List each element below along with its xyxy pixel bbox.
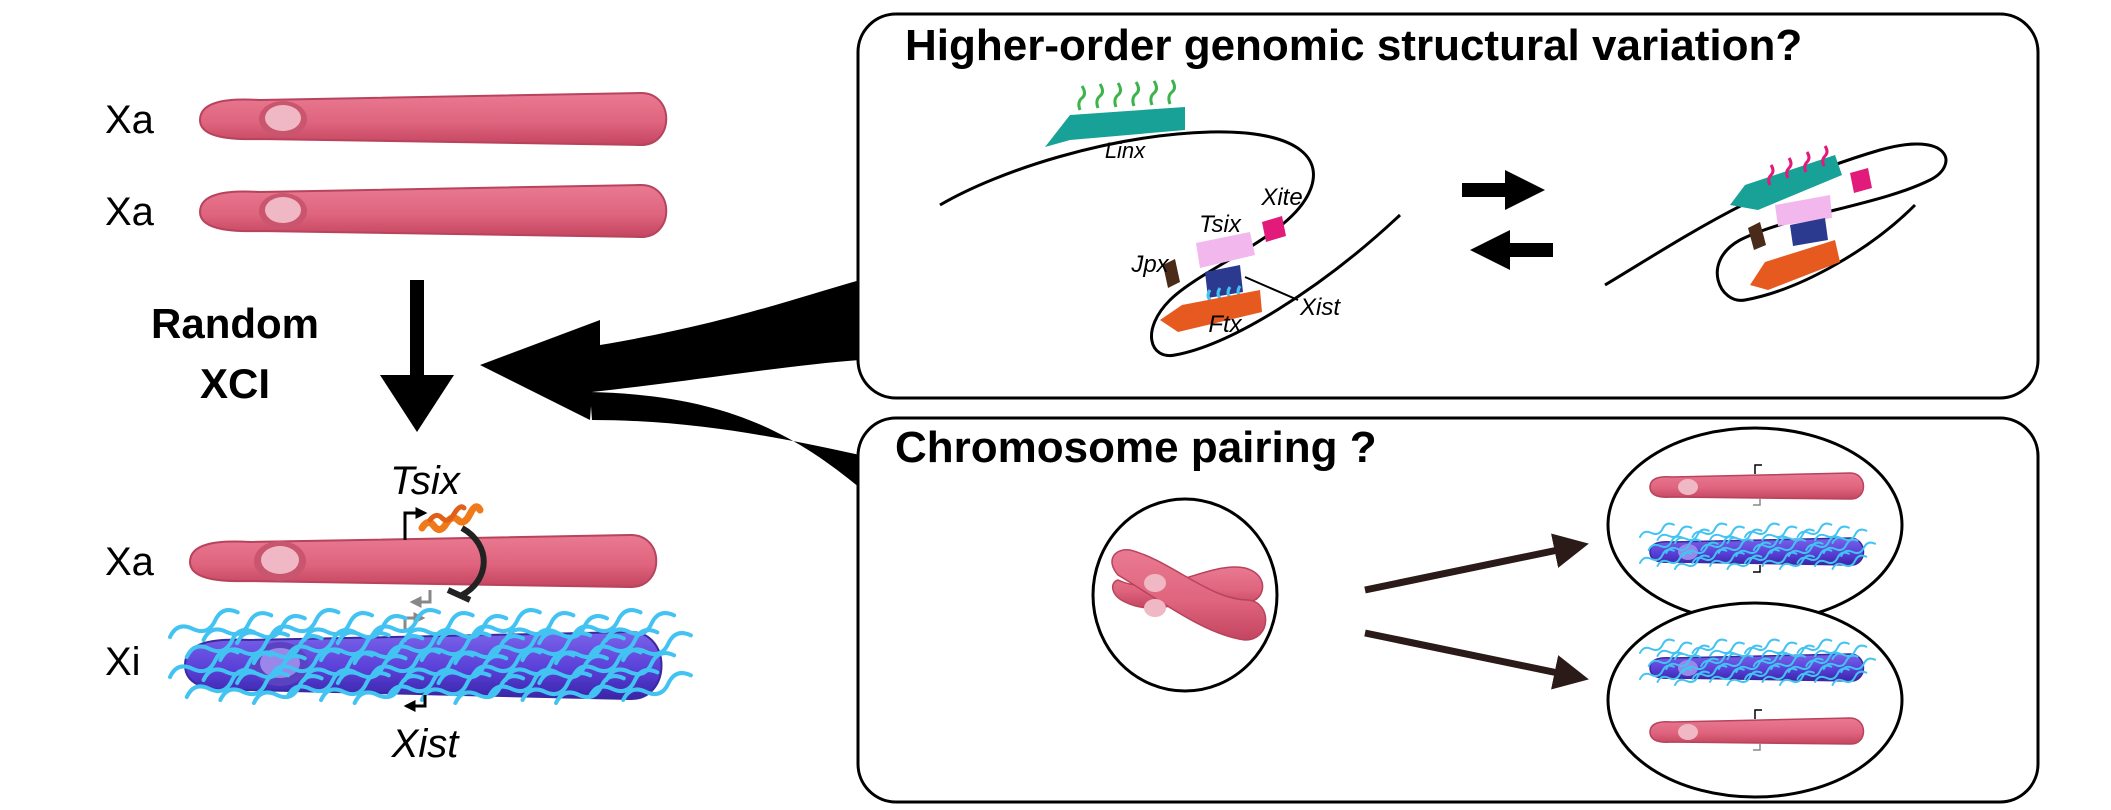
structural-variation-panel: Higher-order genomic structural variatio… [856,12,2040,400]
xist-left-label: Xist [391,722,461,766]
chromatin-loop-left [939,130,1402,357]
structural-variation-title: Higher-order genomic structural variatio… [905,21,1802,70]
xa-chromosome-2 [198,183,668,239]
pairing-outcome-arrow-2 [1364,629,1589,690]
jpx-label: Jpx [1130,251,1169,278]
paired-chromosomes-circle [1091,497,1279,693]
xist-locus-right-icon [1790,218,1828,246]
chromosome-pairing-title: Chromosome pairing ? [895,423,1377,472]
xist-rna-coat-icon [168,608,693,706]
xite-locus-right-icon [1850,168,1872,193]
outcome-2-circle [1606,601,1904,799]
equilibrium-arrows-icon [1462,170,1553,270]
outcome-1-circle [1606,426,1904,624]
xa-chromosome-3 [188,533,658,589]
xist-label: Xist [1299,294,1341,321]
linx-locus-right-icon [1730,145,1842,210]
ftx-label: Ftx [1208,311,1242,338]
tsix-promoter-arrow-icon [403,507,428,540]
xite-locus-icon [1262,216,1286,242]
tsix-label: Tsix [1199,211,1242,238]
left-chromosome-panel: Xa Xa Random XCI Tsix Xa [105,91,693,766]
pairing-outcome-arrow-1 [1364,533,1589,594]
chromosome-pairing-panel: Chromosome pairing ? [856,416,2040,804]
xa-label-3: Xa [105,540,155,584]
tsix-locus-icon [1196,232,1255,268]
xa-label-1: Xa [105,98,155,142]
repression-arrow-icon [446,525,487,603]
xci-label: XCI [200,360,270,407]
jpx-locus-right-icon [1748,222,1766,250]
tsix-locus-right-icon [1775,195,1832,226]
xi-label: Xi [105,640,141,684]
xci-down-arrow [380,280,454,432]
ftx-locus-icon [1160,290,1262,332]
xite-label: Xite [1260,184,1302,211]
jpx-locus-icon [1163,259,1180,288]
tsix-rna-icon [418,503,484,533]
xa-chromosome-1 [198,91,668,147]
linx-locus-icon [1045,79,1185,147]
xa-label-2: Xa [105,190,155,234]
xist-promoter-arrow-icon [403,695,427,712]
linx-label: Linx [1105,138,1146,163]
random-label: Random [151,300,319,347]
tsix-left-label: Tsix [390,459,462,503]
ftx-locus-right-icon [1750,240,1840,290]
feedback-arrows [480,280,860,488]
xist-leader-line [1244,276,1299,301]
